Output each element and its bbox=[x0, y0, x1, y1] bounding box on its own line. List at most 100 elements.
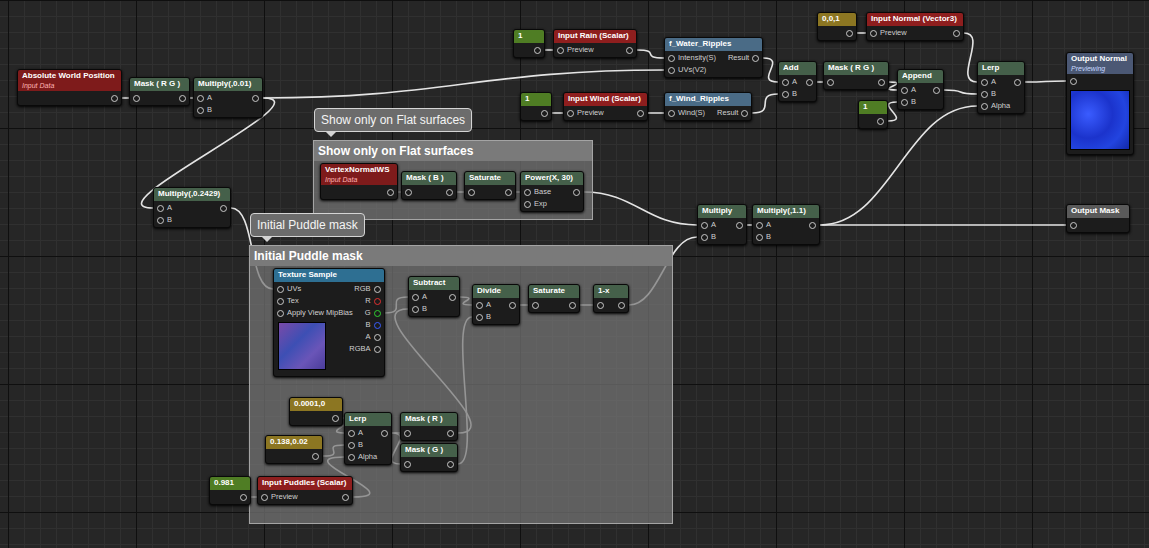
output-pin bbox=[387, 189, 394, 196]
node-title: Divide bbox=[477, 286, 513, 296]
material-node: Multiply(,0.01)AB bbox=[193, 77, 263, 118]
node-header: Mask ( R ) bbox=[401, 413, 457, 426]
pin-row bbox=[402, 186, 456, 198]
node-body: AB bbox=[779, 75, 816, 101]
input-pin bbox=[901, 99, 908, 106]
input-pin bbox=[557, 47, 564, 54]
node-body: AB bbox=[898, 83, 943, 109]
input-pin bbox=[277, 310, 284, 317]
node-header: Mask ( R G ) bbox=[824, 62, 888, 75]
node-body bbox=[401, 426, 457, 440]
output-pin bbox=[449, 294, 456, 301]
node-title: 0.138,0.02 bbox=[270, 437, 316, 447]
input-pin bbox=[1070, 222, 1077, 229]
input-pin bbox=[524, 201, 531, 208]
input-pin bbox=[157, 205, 164, 212]
node-body bbox=[521, 106, 551, 120]
node-header: Output NormalPreviewing bbox=[1067, 53, 1133, 74]
wire bbox=[584, 192, 697, 225]
pin-label: G bbox=[365, 308, 371, 318]
node-title: Mask ( R G ) bbox=[828, 63, 882, 73]
comment-header: Initial Puddle mask bbox=[250, 246, 672, 266]
pin-label: B bbox=[911, 97, 916, 107]
pin-row bbox=[290, 412, 342, 424]
input-pin bbox=[524, 189, 531, 196]
wire bbox=[857, 32, 866, 34]
material-node: LerpABAlpha bbox=[977, 61, 1025, 114]
wire bbox=[944, 90, 977, 94]
node-title: 1-x bbox=[598, 286, 622, 296]
wire bbox=[889, 82, 898, 90]
node-header: Input Wind (Scalar) bbox=[564, 93, 647, 106]
node-body: AB bbox=[473, 298, 519, 324]
node-title: Add bbox=[783, 63, 810, 73]
material-node: Output NormalPreviewing bbox=[1066, 52, 1134, 155]
node-body: AB bbox=[409, 290, 459, 316]
node-body: Preview bbox=[867, 26, 963, 40]
pin-label: A bbox=[207, 93, 212, 103]
output-pin bbox=[953, 30, 960, 37]
node-title: Output Mask bbox=[1071, 206, 1123, 216]
node-header: f_Water_Ripples bbox=[665, 38, 762, 51]
node-title: Saturate bbox=[533, 286, 573, 296]
pin-row: A bbox=[194, 92, 262, 104]
pin-label: A bbox=[358, 428, 363, 438]
pin-row: A bbox=[345, 427, 391, 439]
pin-row: UVsRGB bbox=[274, 283, 384, 295]
pin-label: B bbox=[207, 105, 212, 115]
pin-label: B bbox=[486, 312, 491, 322]
input-pin bbox=[476, 302, 483, 309]
node-header: Mask ( B ) bbox=[402, 172, 456, 185]
node-title: Output Normal bbox=[1071, 54, 1127, 64]
comment-bubble: Initial Puddle mask bbox=[250, 213, 365, 237]
node-title: Lerp bbox=[349, 414, 385, 424]
output-pin bbox=[736, 222, 743, 229]
material-node: DivideAB bbox=[472, 284, 520, 325]
pin-row: Exp bbox=[521, 198, 583, 210]
input-pin bbox=[701, 222, 708, 229]
node-title: Mask ( R G ) bbox=[134, 79, 183, 89]
material-node: 0.0001,0 bbox=[289, 397, 343, 426]
input-pin bbox=[901, 87, 908, 94]
output-pin bbox=[541, 110, 548, 117]
node-header: Mask ( R G ) bbox=[130, 78, 189, 91]
pin-row bbox=[818, 27, 856, 39]
node-title: 0.981 bbox=[214, 478, 244, 488]
node-header: 1 bbox=[521, 93, 551, 106]
material-node: 0,0,1 bbox=[817, 12, 857, 41]
input-pin bbox=[404, 461, 411, 468]
normal-preview bbox=[1070, 90, 1130, 150]
input-pin bbox=[133, 95, 140, 102]
input-pin bbox=[668, 110, 675, 117]
pin-row: Apply View MipBiasG bbox=[274, 307, 384, 319]
node-header: 1 bbox=[859, 101, 887, 114]
node-header: Append bbox=[898, 70, 943, 83]
node-title: Input Rain (Scalar) bbox=[558, 31, 630, 41]
input-pin bbox=[348, 454, 355, 461]
pin-label: UVs bbox=[287, 284, 301, 294]
material-node: MultiplyAB bbox=[697, 204, 747, 245]
node-header: 0,0,1 bbox=[818, 13, 856, 26]
wire bbox=[820, 224, 1066, 226]
node-header: f_Wind_Ripples bbox=[665, 93, 751, 106]
node-title: 1 bbox=[518, 31, 538, 41]
pin-row: UVs(V2) bbox=[665, 64, 762, 76]
texture-preview bbox=[278, 322, 326, 370]
material-node: 1 bbox=[513, 29, 545, 58]
node-body: Preview bbox=[258, 490, 352, 504]
node-title: Lerp bbox=[982, 63, 1018, 73]
node-header: Subtract bbox=[409, 277, 459, 290]
node-title: Subtract bbox=[413, 278, 453, 288]
output-pin bbox=[1014, 79, 1021, 86]
node-header: Saturate bbox=[529, 285, 579, 298]
material-node: Mask ( R G ) bbox=[129, 77, 190, 106]
pin-label: UVs(V2) bbox=[678, 65, 706, 75]
input-pin bbox=[782, 91, 789, 98]
wire bbox=[964, 33, 977, 82]
wire bbox=[763, 58, 778, 82]
pin-row: B bbox=[194, 104, 262, 116]
node-header: Output Mask bbox=[1067, 205, 1129, 218]
pin-row: A bbox=[409, 291, 459, 303]
output-pin bbox=[446, 189, 453, 196]
input-pin bbox=[277, 298, 284, 305]
